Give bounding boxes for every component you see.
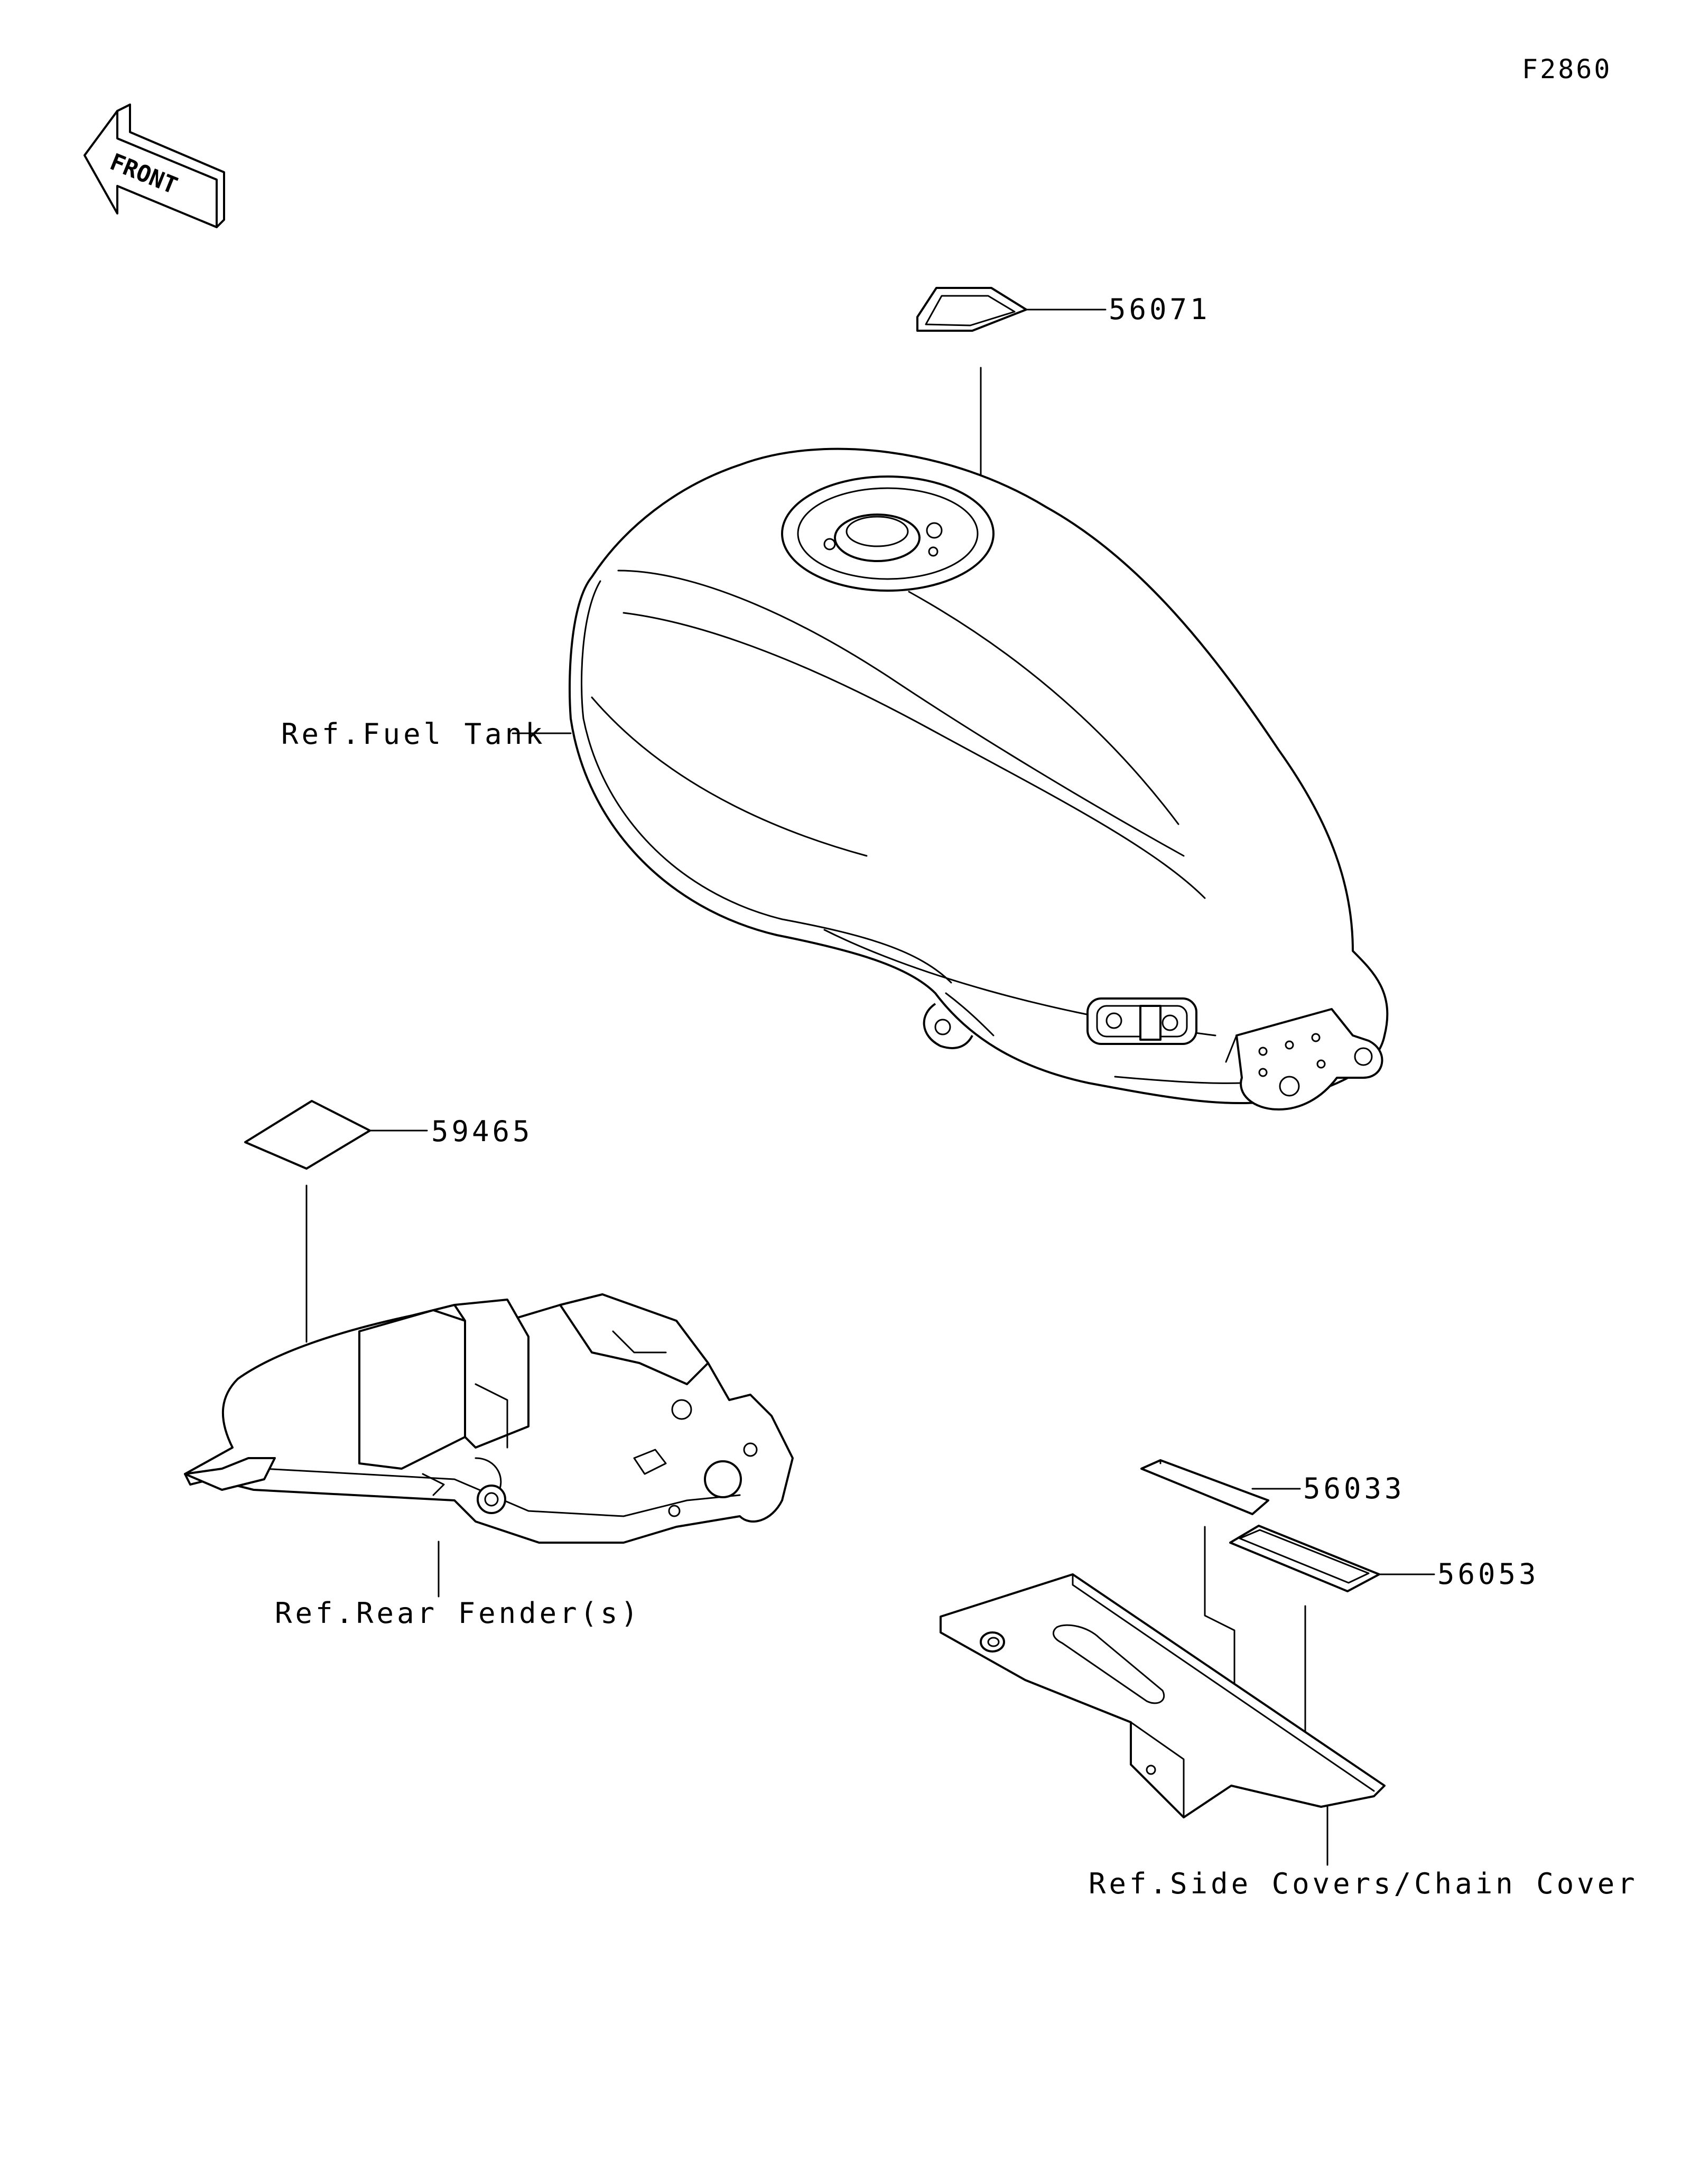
label-ref-fuel-tank: Ref.Fuel Tank [281,717,546,751]
front-arrow-icon: FRONT [83,104,225,228]
decal-59465 [244,1100,371,1170]
decal-56033 [1140,1459,1269,1515]
label-ref-rear-fender: Ref.Rear Fender(s) [275,1597,641,1630]
label-56071: 56071 [1109,293,1211,326]
fuel-tank-outline [569,447,1389,1110]
label-56033: 56033 [1303,1472,1405,1505]
rear-fender-outline [184,1293,794,1544]
label-ref-side-covers: Ref.Side Covers/Chain Cover [1089,1867,1638,1900]
label-56053: 56053 [1437,1557,1539,1591]
figure-id: F2860 [1522,54,1612,85]
decal-56053 [1229,1525,1380,1592]
label-59465: 59465 [431,1115,533,1148]
pointer-56033 [1204,1526,1235,1711]
decal-56071 [916,287,1027,332]
chain-cover-outline [940,1573,1386,1818]
